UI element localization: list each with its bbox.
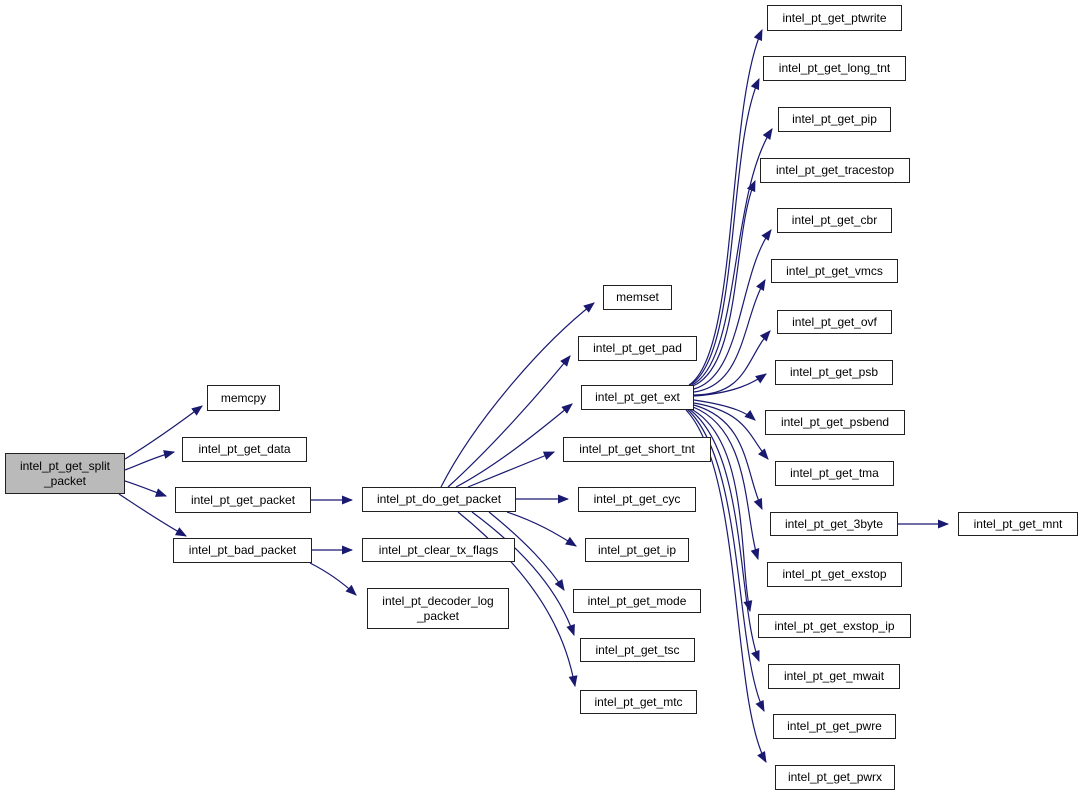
node-intel_pt_get_vmcs[interactable]: intel_pt_get_vmcs — [771, 259, 898, 283]
edge-get_ext-get_tma — [693, 402, 769, 460]
node-intel_pt_get_short_tnt[interactable]: intel_pt_get_short_tnt — [563, 437, 711, 462]
node-label: intel_pt_get_vmcs — [786, 263, 883, 278]
node-label: intel_pt_get_exstop — [782, 567, 887, 581]
node-label: intel_pt_get_psbend — [780, 415, 890, 429]
edge-bad_packet-decoder_log_packet — [309, 562, 357, 596]
edge-do_get_packet-get_ip — [506, 511, 577, 547]
node-intel_pt_get_long_tnt[interactable]: intel_pt_get_long_tnt — [763, 56, 906, 81]
edge-get_ext-get_cbr — [693, 229, 772, 390]
node-intel_pt_get_cbr[interactable]: intel_pt_get_cbr — [777, 208, 892, 233]
node-label: intel_pt_get_mnt — [973, 516, 1063, 531]
node-intel_pt_clear_tx_flags[interactable]: intel_pt_clear_tx_flags — [362, 538, 515, 562]
node-intel_pt_get_pip[interactable]: intel_pt_get_pip — [778, 107, 891, 132]
node-intel_pt_get_pwrx[interactable]: intel_pt_get_pwrx — [775, 765, 895, 790]
node-intel_pt_get_mode[interactable]: intel_pt_get_mode — [573, 589, 701, 613]
edge-get_ext-get_mwait — [688, 408, 760, 663]
edge-split_packet-get_data — [124, 450, 176, 471]
node-label: intel_pt_get_mwait — [783, 669, 885, 683]
node-label: intel_pt_get_mode — [587, 593, 687, 608]
node-intel_pt_get_exstop[interactable]: intel_pt_get_exstop — [767, 562, 902, 587]
node-label: intel_pt_get_ovf — [792, 314, 877, 329]
node-intel_pt_get_exstop_ip[interactable]: intel_pt_get_exstop_ip — [758, 614, 911, 638]
node-intel_pt_get_tma[interactable]: intel_pt_get_tma — [775, 461, 894, 486]
edge-do_get_packet-memset — [440, 302, 595, 488]
node-intel_pt_bad_packet[interactable]: intel_pt_bad_packet — [173, 538, 312, 563]
node-intel_pt_get_data[interactable]: intel_pt_get_data — [182, 437, 307, 462]
node-label: intel_pt_get_long_tnt — [778, 61, 891, 75]
node-label: intel_pt_get_psb — [789, 365, 879, 379]
node-label: intel_pt_get_data — [198, 442, 291, 456]
node-label: intel_pt_get_pwrx — [787, 770, 883, 784]
edge-get_ext-get_pwre — [686, 408, 765, 713]
edge-do_get_packet-get_ext — [455, 403, 573, 488]
edge-split_packet-memcpy — [124, 405, 203, 460]
node-label: intel_pt_do_get_packet — [376, 492, 502, 506]
node-label: intel_pt_get_ext — [595, 390, 680, 404]
edge-split_packet-bad_packet — [118, 493, 187, 537]
node-label: intel_pt_get_exstop_ip — [774, 618, 895, 633]
node-intel_pt_get_ovf[interactable]: intel_pt_get_ovf — [777, 310, 892, 334]
node-intel_pt_get_mtc[interactable]: intel_pt_get_mtc — [580, 690, 697, 714]
node-label: intel_pt_get_cyc — [593, 492, 681, 506]
edge-get_ext-get_long_tnt — [689, 77, 760, 386]
node-intel_pt_get_tsc[interactable]: intel_pt_get_tsc — [580, 638, 695, 662]
node-label: intel_pt_get_pwre — [787, 719, 882, 733]
edge-get_ext-get_3byte — [693, 404, 763, 511]
node-intel_pt_get_split_packet: intel_pt_get_split _packet — [5, 453, 125, 494]
node-intel_pt_get_mnt[interactable]: intel_pt_get_mnt — [958, 512, 1078, 536]
node-intel_pt_get_pwre[interactable]: intel_pt_get_pwre — [773, 714, 896, 739]
node-label: intel_pt_get_split _packet — [19, 458, 111, 488]
node-label: intel_pt_get_ip — [597, 542, 677, 557]
edge-get_ext-get_vmcs — [693, 279, 766, 393]
node-intel_pt_get_psb[interactable]: intel_pt_get_psb — [775, 360, 893, 385]
node-label: intel_pt_get_3byte — [784, 516, 884, 531]
node-intel_pt_get_cyc[interactable]: intel_pt_get_cyc — [578, 487, 696, 512]
edge-do_get_packet-get_pad — [447, 355, 571, 488]
node-label: intel_pt_clear_tx_flags — [378, 542, 499, 557]
edge-split_packet-get_packet — [124, 480, 168, 497]
node-label: intel_pt_get_packet — [190, 492, 296, 507]
node-intel_pt_get_pad[interactable]: intel_pt_get_pad — [578, 336, 697, 361]
node-label: intel_pt_get_tracestop — [775, 163, 895, 177]
node-intel_pt_get_ip[interactable]: intel_pt_get_ip — [585, 538, 689, 562]
node-memset[interactable]: memset — [603, 285, 672, 310]
edge-get_ext-get_tracestop — [692, 179, 756, 387]
node-label: intel_pt_bad_packet — [188, 543, 297, 557]
node-label: memcpy — [220, 390, 267, 405]
node-label: intel_pt_get_pip — [792, 112, 877, 126]
edge-get_ext-get_psbend — [693, 399, 756, 421]
node-label: intel_pt_get_tma — [790, 466, 879, 480]
edge-get_ext-get_pip — [691, 128, 773, 386]
node-intel_pt_decoder_log_packet[interactable]: intel_pt_decoder_log _packet — [367, 588, 509, 629]
edge-do_get_packet-get_tsc — [471, 511, 575, 637]
node-intel_pt_do_get_packet[interactable]: intel_pt_do_get_packet — [362, 487, 516, 512]
node-label: intel_pt_get_tsc — [595, 642, 680, 657]
edge-do_get_packet-get_short_tnt — [467, 451, 556, 488]
node-intel_pt_get_3byte[interactable]: intel_pt_get_3byte — [770, 512, 898, 536]
node-memcpy[interactable]: memcpy — [207, 385, 280, 411]
node-label: intel_pt_get_cbr — [791, 213, 878, 227]
edge-get_ext-get_pwrx — [685, 409, 767, 763]
edge-get_ext-get_ovf — [693, 330, 771, 396]
node-intel_pt_get_psbend[interactable]: intel_pt_get_psbend — [765, 410, 905, 435]
node-label: intel_pt_decoder_log _packet — [382, 593, 494, 623]
node-intel_pt_get_packet[interactable]: intel_pt_get_packet — [175, 487, 311, 513]
node-label: intel_pt_get_pad — [593, 341, 682, 355]
edge-get_ext-get_ptwrite — [688, 28, 763, 386]
node-intel_pt_get_tracestop[interactable]: intel_pt_get_tracestop — [760, 158, 910, 183]
edge-get_ext-get_exstop_ip — [690, 408, 753, 613]
node-intel_pt_get_mwait[interactable]: intel_pt_get_mwait — [768, 664, 900, 689]
node-label: intel_pt_get_mtc — [594, 694, 683, 709]
node-label: intel_pt_get_short_tnt — [579, 442, 695, 456]
edge-do_get_packet-get_mode — [488, 511, 565, 591]
node-intel_pt_get_ptwrite[interactable]: intel_pt_get_ptwrite — [767, 5, 902, 31]
node-intel_pt_get_ext[interactable]: intel_pt_get_ext — [581, 385, 694, 410]
edge-get_ext-get_exstop — [692, 406, 760, 561]
node-label: memset — [616, 290, 659, 304]
edge-get_ext-get_psb — [693, 373, 767, 397]
node-label: intel_pt_get_ptwrite — [782, 10, 887, 25]
